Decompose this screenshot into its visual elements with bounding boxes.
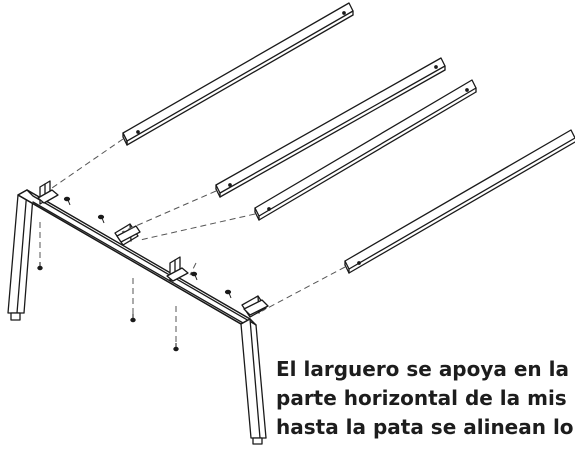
frame-right-leg xyxy=(240,318,267,445)
mounting-bracket-1 xyxy=(37,180,59,205)
screw-7 xyxy=(173,343,179,352)
crossbar-rail-4 xyxy=(344,129,575,274)
screw-2 xyxy=(97,214,105,224)
screw-5 xyxy=(37,262,43,271)
screw-3 xyxy=(190,271,198,281)
crossbar-rail-3 xyxy=(254,79,477,221)
screw-4 xyxy=(224,289,232,299)
caption-line-2: parte horizontal de la mis xyxy=(276,386,567,410)
crossbar-rail-2 xyxy=(215,57,446,198)
caption-line-3: hasta la pata se alinean lo xyxy=(276,415,574,439)
instruction-caption: El larguero se apoya en la parte horizon… xyxy=(276,355,575,442)
screw-6 xyxy=(130,314,136,323)
screws xyxy=(37,196,232,352)
frame-left-leg xyxy=(7,189,34,321)
alignment-dashed-lines xyxy=(39,138,346,344)
mounting-bracket-3 xyxy=(166,256,189,282)
frame-top-beam xyxy=(17,189,257,328)
mounting-bracket-4 xyxy=(241,295,269,318)
mounting-bracket-2 xyxy=(114,223,141,246)
caption-line-1: El larguero se apoya en la xyxy=(276,357,569,381)
screw-1 xyxy=(63,196,71,206)
crossbar-rail-1 xyxy=(122,2,354,146)
